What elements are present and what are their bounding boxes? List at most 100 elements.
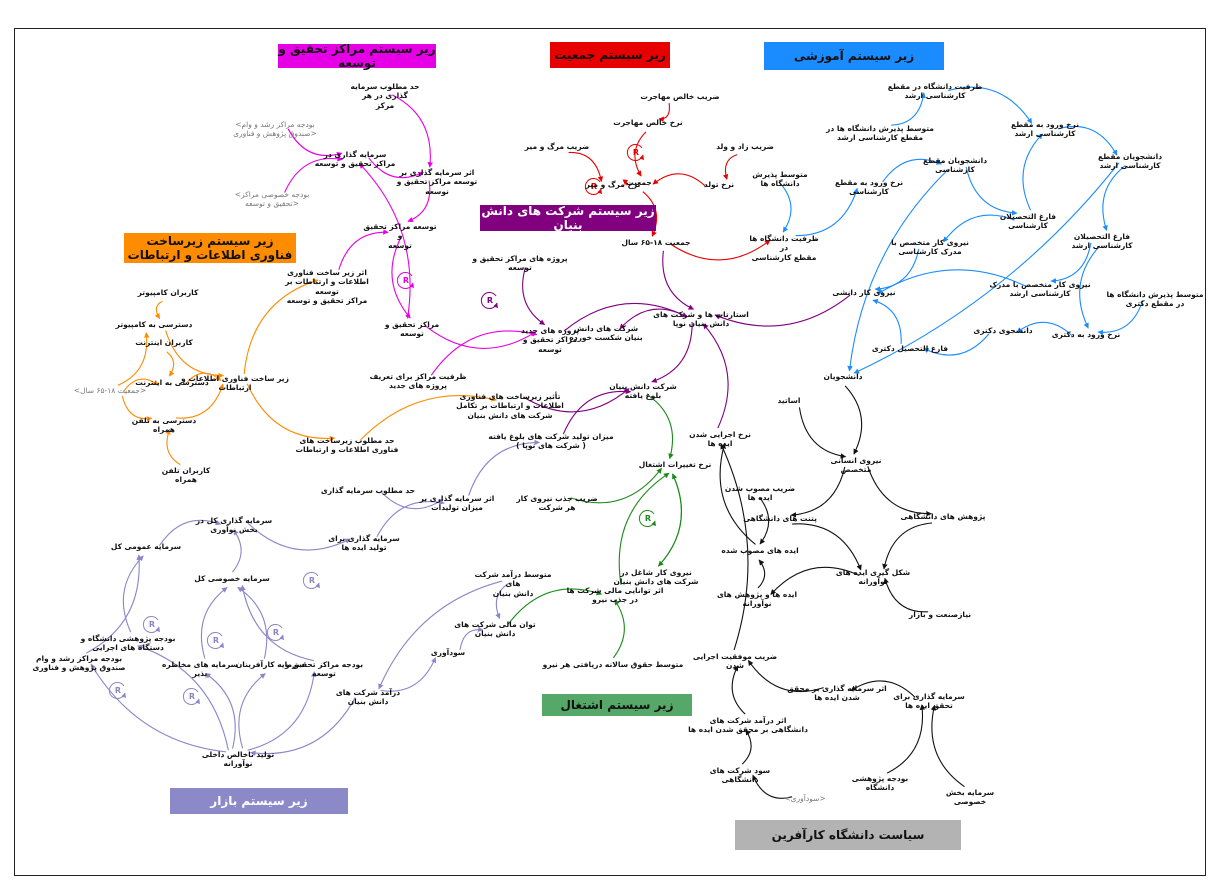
diagram-frame bbox=[14, 28, 1206, 876]
node-edu-expert-bachelor: نیروی کار متخصص با مدرک کارشناسی bbox=[891, 238, 969, 257]
causal-link bbox=[459, 626, 484, 650]
causal-link bbox=[702, 323, 729, 429]
node-pol-idea-coef: ضریب مصوب شدن ایده ها bbox=[724, 484, 796, 503]
causal-link bbox=[360, 395, 498, 441]
node-edu-bachelor-capacity: ظرفیت دانشگاه ها در مقطع کارشناسی bbox=[749, 234, 819, 262]
causal-link bbox=[722, 154, 738, 180]
causal-link bbox=[795, 187, 859, 237]
node-rnd-min-invest: حد مطلوب سرمایه گذاری در هر مرکز bbox=[350, 82, 420, 110]
node-mkt-desired-invest: حد مطلوب سرمایه گذاری bbox=[320, 486, 416, 495]
node-ict-mobile-users: کاربران تلفن همراه bbox=[161, 466, 211, 485]
svg-text:R: R bbox=[487, 296, 493, 305]
subsystem-header-ict: زیر سیستم زیرساخت فناوری اطلاعات و ارتبا… bbox=[124, 233, 296, 263]
node-pop-birth-coef: ضریب زاد و ولد bbox=[716, 142, 774, 151]
reinforcing-loop-marker: R bbox=[626, 144, 644, 161]
node-edu-bachelor-students: دانشجویان مقطع کارشناسی bbox=[922, 156, 988, 175]
node-edu-expert-master: نیروی کار متخصص با مدرک کارشناسی ارشد bbox=[989, 280, 1091, 299]
causal-link bbox=[562, 388, 632, 435]
causal-link bbox=[1102, 165, 1126, 231]
node-kb-idea-exec-rate: نرخ اجرایی شدن ایده ها bbox=[689, 430, 751, 449]
node-ict-mobile-access: دسترسی به تلفن همراه bbox=[131, 416, 197, 435]
causal-link bbox=[522, 267, 546, 326]
node-edu-phd-grads: فارغ التحصیل دکتری bbox=[871, 344, 949, 353]
causal-link bbox=[622, 179, 629, 186]
node-mkt-public-capital: سرمایه عمومی کل bbox=[110, 542, 182, 551]
causal-link bbox=[238, 673, 266, 749]
causal-link bbox=[425, 325, 537, 349]
causal-link bbox=[741, 729, 752, 765]
causal-link bbox=[123, 378, 159, 392]
causal-link bbox=[568, 151, 604, 183]
causal-link bbox=[1022, 133, 1043, 211]
causal-link bbox=[658, 473, 682, 567]
causal-link bbox=[882, 158, 942, 183]
subsystem-header-employment: زیر سیستم اشتغال bbox=[542, 694, 692, 716]
node-pop-death-rate: نرخ مرگ و میر bbox=[585, 180, 641, 189]
causal-link bbox=[468, 439, 540, 496]
causal-link bbox=[780, 183, 792, 233]
svg-text:R: R bbox=[115, 686, 121, 695]
causal-link bbox=[847, 168, 949, 372]
subsystem-header-population: زیر سیستم جمعیت bbox=[550, 42, 670, 68]
causal-link bbox=[891, 92, 926, 126]
reinforcing-loop-marker: R bbox=[396, 272, 414, 289]
causal-link bbox=[943, 214, 1015, 243]
subsystem-header-rnd: زیر سیستم مراکز تحقیق و توسعه bbox=[278, 42, 436, 70]
node-pop-net-migration-rate: نرخ خالص مهاجرت bbox=[613, 118, 683, 127]
node-kb-mature: شرکت دانش بنیان بلوغ یافته bbox=[609, 382, 677, 401]
node-kb-ict-effect: تأثیر زیرساخت های فناوری اطلاعات و ارتبا… bbox=[456, 392, 564, 420]
node-ict-computer-access: دسترسی به کامپیوتر bbox=[115, 320, 193, 329]
causal-link bbox=[930, 704, 965, 788]
causal-link bbox=[137, 644, 229, 751]
node-pol-income-effect: اثر درآمد شرکت های دانشگاهی بر محقق شدن … bbox=[688, 716, 808, 735]
causal-link bbox=[850, 680, 916, 698]
node-pop-population: جمعیت bbox=[626, 178, 652, 187]
node-emp-avg-salary: متوسط حقوق سالانه دریافتی هر نیرو bbox=[542, 660, 684, 669]
causal-link bbox=[359, 163, 411, 319]
node-edu-bachelor-grads: فارغ التحصیلان کارشناسی bbox=[999, 212, 1057, 231]
causal-link bbox=[122, 555, 144, 633]
causal-link bbox=[1057, 125, 1118, 156]
node-pop-death-coef: ضریب مرگ و میر bbox=[524, 142, 590, 151]
node-edu-univ-patents: پتنت های دانشگاهی bbox=[743, 514, 817, 523]
causal-link bbox=[886, 704, 926, 774]
node-emp-financial-effect: اثر توانایی مالی شرکت ها در جذب نیرو bbox=[566, 586, 664, 605]
causal-link bbox=[872, 298, 902, 344]
causal-link bbox=[176, 383, 225, 419]
svg-text:R: R bbox=[403, 276, 409, 285]
causal-link bbox=[669, 239, 771, 261]
causal-link bbox=[407, 180, 431, 223]
node-mkt-research-budget: بودجه پژوهشی دانشگاه و دستگاه های اجرایی bbox=[80, 634, 176, 653]
node-ict-pop-ref: <جمعیت ۱۸-۶۵ سال> bbox=[73, 386, 147, 395]
node-rnd-private-budget: بودجه خصوصی مراکز> <تحقیق و توسعه bbox=[234, 190, 310, 209]
node-emp-employed: نیروی کار شاغل در شرکت های دانش بنیان bbox=[613, 568, 699, 587]
causal-link bbox=[200, 587, 228, 659]
subsystem-header-policy: سیاست دانشگاه کارآفرین bbox=[735, 820, 961, 850]
causal-link bbox=[246, 383, 336, 442]
node-ict-computer-users: کاربران کامپیوتر bbox=[137, 288, 199, 297]
causal-link bbox=[154, 300, 163, 320]
node-rnd-development: توسعه مراکز تحقیق و توسعه bbox=[363, 222, 437, 250]
node-edu-knowledge-workforce: نیروی کار دانشی bbox=[832, 288, 896, 297]
node-pol-approved-ideas: ایده های مصوب شده bbox=[721, 546, 799, 555]
causal-link bbox=[652, 173, 706, 187]
causal-link bbox=[380, 657, 437, 692]
node-edu-master-grads: فارغ التحصیلان کارشناسی ارشد bbox=[1071, 232, 1133, 251]
node-ict-desired-infra: حد مطلوب زیرساخت های فناوری اطلاعات و ار… bbox=[295, 436, 399, 455]
svg-text:R: R bbox=[149, 620, 155, 629]
reinforcing-loop-marker: R bbox=[142, 616, 160, 633]
causal-link bbox=[752, 774, 793, 799]
svg-text:R: R bbox=[273, 628, 279, 637]
node-ict-internet-access: دسترسی به اینترنت bbox=[135, 378, 209, 387]
node-pol-success-coef: ضریب موفقیت اجرایی شدن bbox=[692, 652, 778, 671]
node-pol-ideas-research: ایده ها و پژوهش های نوآورانه bbox=[716, 590, 798, 609]
causal-link bbox=[651, 322, 693, 383]
node-mkt-avg-income: متوسط درآمد شرکت های دانش بنیان bbox=[474, 570, 552, 598]
node-pol-invest-effect: اثر سرمایه گذاری بر محقق شدن ایده ها bbox=[787, 684, 887, 703]
causal-link bbox=[185, 372, 222, 384]
causal-link bbox=[759, 497, 770, 545]
reinforcing-loop-marker: R bbox=[302, 572, 320, 589]
causal-link bbox=[287, 128, 343, 158]
node-mkt-private-capital: سرمایه خصوصی کل bbox=[194, 574, 270, 583]
